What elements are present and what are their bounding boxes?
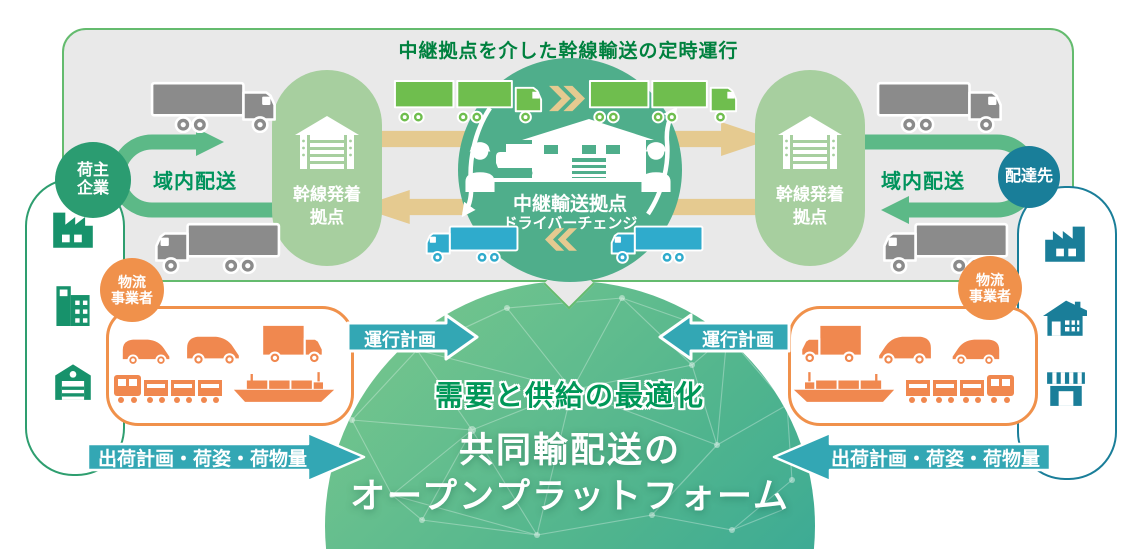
platform-tagline: 需要と供給の最適化 (434, 380, 705, 411)
regional-truck-icon (150, 81, 276, 133)
destination-label: 配達先 (1004, 167, 1053, 185)
relay-truck-icon (425, 225, 519, 264)
carrier-label-line1: 物流 (118, 273, 146, 290)
carrier-circle-right: 物流 事業者 (958, 256, 1022, 320)
shipper-label-line1: 荷主 (76, 161, 109, 179)
carrier-fleet-box-left (106, 306, 354, 426)
platform-name-line1: 共同輸配送の (458, 431, 681, 470)
double-trailer-truck-icon (393, 80, 543, 124)
carrier-circle-left: 物流 事業者 (100, 258, 164, 322)
driver-icon (465, 142, 495, 192)
box-truck-icon (261, 323, 324, 365)
van-icon (120, 337, 172, 366)
relay-truck-icon (610, 225, 704, 264)
platform-name-line2: オープンプラットフォーム (350, 477, 790, 516)
store-icon (1047, 372, 1085, 406)
van-icon (877, 334, 933, 366)
train-icon (114, 375, 222, 403)
van-icon (185, 334, 241, 366)
destination-circle: 配達先 (998, 146, 1060, 208)
trunk-hub-left-line2: 拠点 (310, 207, 344, 227)
van-icon (950, 337, 1002, 366)
shipping-plan-arrow-left (88, 431, 366, 483)
shipper-label-line2: 企業 (76, 180, 109, 197)
regional-delivery-label-left: 域内配送 (153, 171, 237, 193)
operation-plan-label-left: 運行計画 (364, 330, 436, 350)
ship-icon (233, 372, 335, 402)
trunk-hub-right-line1: 幹線発着 (776, 185, 844, 204)
shipping-plan-arrow-right (772, 431, 1050, 483)
factory-icon (53, 212, 93, 248)
shipping-plan-label-left: 出荷計画・荷姿・荷物量 (97, 449, 307, 470)
trunk-hub-left-label: 幹線発着 拠点 (272, 184, 382, 230)
shipper-circle: 荷主 企業 (55, 142, 131, 218)
operation-plan-arrow-left (346, 313, 479, 361)
regional-truck-icon (155, 222, 281, 274)
double-chevron-left-icon (545, 228, 577, 251)
double-trailer-truck-icon (588, 80, 738, 124)
trunk-hub-left-line1: 幹線発着 (293, 185, 361, 204)
warehouse-icon (55, 364, 91, 400)
depot-garage-icon (778, 116, 842, 169)
relay-warehouse-icon (494, 119, 654, 182)
operation-plan-label-right: 運行計画 (702, 330, 774, 350)
depot-garage-icon (295, 116, 359, 169)
train-icon (906, 375, 1014, 403)
panel-title: 中継拠点を介した幹線輸送の定時運行 (398, 41, 739, 62)
operation-plan-arrow-right (658, 313, 791, 361)
double-chevron-right-icon (549, 85, 585, 112)
driver-icon (641, 142, 671, 192)
office-building-icon (56, 286, 90, 326)
shipping-plan-label-right: 出荷計画・荷姿・荷物量 (830, 449, 1040, 470)
box-truck-icon (800, 323, 863, 365)
ship-icon (793, 372, 895, 402)
house-icon (1043, 300, 1087, 336)
relay-hub-name: 中継輸送拠点 (512, 194, 627, 215)
trunk-hub-right-label: 幹線発着 拠点 (755, 184, 865, 230)
regional-delivery-label-right: 域内配送 (881, 171, 965, 193)
carrier-label-line2: 事業者 (969, 288, 1011, 304)
relay-hub-subtitle: ドライバーチェンジ (502, 215, 638, 232)
carrier-label-line1: 物流 (976, 271, 1004, 288)
carrier-label-line2: 事業者 (111, 290, 153, 306)
trunk-hub-right-line2: 拠点 (793, 207, 827, 227)
factory-icon (1045, 226, 1085, 262)
regional-truck-icon (876, 81, 1002, 133)
